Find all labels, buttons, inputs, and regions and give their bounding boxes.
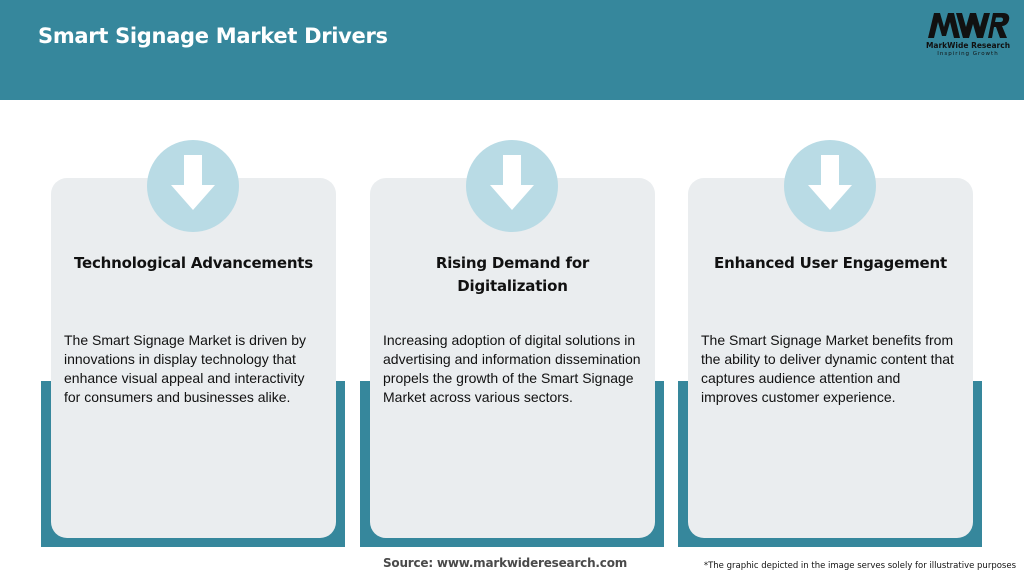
logo-name: MarkWide Research [925, 41, 1011, 50]
card-body-line: captures audience attention and [701, 370, 901, 386]
card-body-line: innovations in display technology that [64, 351, 296, 367]
driver-card-rising-demand-for-digitalization: Rising Demand for Digitalization Increas… [360, 140, 664, 548]
arrow-down-icon [466, 140, 558, 232]
card-body-line: Market across various sectors. [383, 389, 573, 405]
card-title: Rising Demand for Digitalization [370, 252, 655, 298]
source-citation: Source: www.markwideresearch.com [382, 556, 628, 570]
disclaimer-note: *The graphic depicted in the image serve… [703, 561, 1016, 571]
driver-card-enhanced-user-engagement: Enhanced User Engagement The Smart Signa… [678, 140, 982, 548]
card-body-line: the ability to deliver dynamic content t… [701, 351, 954, 367]
card-body-line: improves customer experience. [701, 389, 896, 405]
card-body-line: for consumers and businesses alike. [64, 389, 291, 405]
card-title: Enhanced User Engagement [688, 252, 973, 275]
arrow-down-icon [784, 140, 876, 232]
arrow-down-icon [147, 140, 239, 232]
card-description: The Smart Signage Market is driven by in… [64, 331, 334, 407]
card-panel [688, 178, 973, 538]
card-title-line: Technological Advancements [73, 254, 314, 272]
card-panel [51, 178, 336, 538]
card-panel [370, 178, 655, 538]
card-body-line: The Smart Signage Market is driven by [64, 332, 306, 348]
markwide-research-logo: MarkWide Research Inspiring Growth [922, 10, 1014, 58]
card-body-line: propels the growth of the Smart Signage [383, 370, 634, 386]
card-body-line: advertising and information disseminatio… [383, 351, 641, 367]
header-banner: Smart Signage Market Drivers MarkWide Re… [0, 0, 1024, 100]
card-title-line: Enhanced User Engagement [714, 254, 947, 272]
card-description: Increasing adoption of digital solutions… [383, 331, 653, 407]
card-description: The Smart Signage Market benefits from t… [701, 331, 971, 407]
card-body-line: Increasing adoption of digital solutions… [383, 332, 636, 348]
page-title: Smart Signage Market Drivers [38, 24, 388, 48]
driver-card-technological-advancements: Technological Advancements The Smart Sig… [41, 140, 345, 548]
mwr-logo-mark [928, 13, 1010, 38]
card-body-line: The Smart Signage Market benefits from [701, 332, 954, 348]
card-title-line: Rising Demand for [435, 254, 590, 272]
card-title: Technological Advancements [51, 252, 336, 275]
card-title-line: Digitalization [457, 277, 568, 295]
logo-tagline: Inspiring Growth [937, 51, 999, 57]
card-body-line: enhance visual appeal and interactivity [64, 370, 305, 386]
